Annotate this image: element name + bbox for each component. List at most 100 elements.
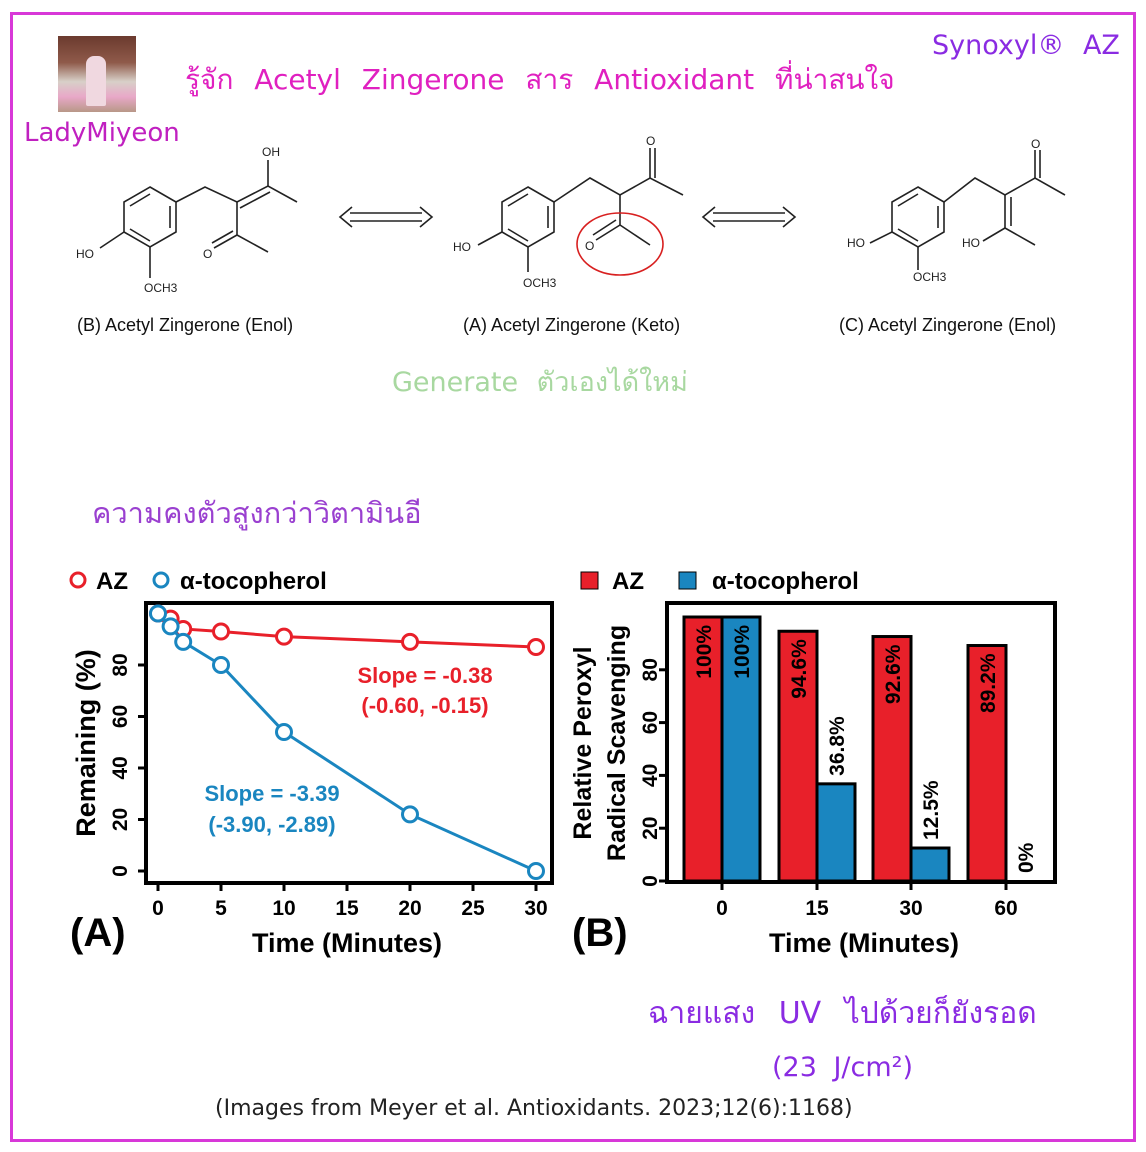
bar-value-label: 100% <box>693 625 716 679</box>
y-tick-label: 80 <box>639 658 662 681</box>
y-tick-label: 60 <box>639 711 662 734</box>
y-tick-label: 40 <box>109 756 132 779</box>
legend-label-az: AZ <box>612 568 644 595</box>
atom-label: O <box>585 239 594 253</box>
data-point-az <box>212 622 230 641</box>
uv-text: ฉายแสง UV ไปด้วยก็ยังรอด <box>648 996 1037 1031</box>
legend-marker-tocopherol <box>678 571 697 590</box>
page-border <box>10 12 1136 1142</box>
x-axis-label: Time (Minutes) <box>769 928 959 958</box>
author-avatar <box>58 36 136 112</box>
legend-marker-tocopherol <box>152 571 170 589</box>
caption-keto-a: (A) Acetyl Zingerone (Keto) <box>463 315 681 335</box>
equilibrium-arrow <box>701 206 797 228</box>
x-tick-label: 60 <box>994 897 1017 920</box>
stability-text: ความคงตัวสูงกว่าวิตามินอี <box>92 496 422 530</box>
data-point-az <box>275 627 293 646</box>
structure-enol-b <box>99 160 298 278</box>
bar-tocopherol <box>720 615 762 883</box>
data-point-tocopherol <box>149 604 167 623</box>
y-tick-label: 0 <box>109 865 132 877</box>
slope-annotation-tocopherol: Slope = -3.39 <box>204 781 339 806</box>
legend-label-tocopherol: α-tocopherol <box>712 568 859 595</box>
bar-value-label: 89.2% <box>977 653 1000 713</box>
x-tick-label: 20 <box>398 897 421 920</box>
y-tick-label: 20 <box>109 808 132 831</box>
data-point-tocopherol <box>527 862 545 880</box>
bar-value-label: 100% <box>731 625 754 679</box>
y-tick-label: 40 <box>639 764 662 787</box>
panel-label: (B) <box>572 911 628 955</box>
data-point-tocopherol <box>401 805 419 824</box>
bar-az <box>777 629 819 883</box>
bar-value-label: 12.5% <box>920 780 943 840</box>
generate-text: Generate ตัวเองได้ใหม่ <box>392 367 688 398</box>
caption-enol-b: (B) Acetyl Zingerone (Enol) <box>77 315 294 335</box>
page-title: รู้จัก Acetyl Zingerone สาร Antioxidant … <box>185 63 895 96</box>
plot-frame <box>665 601 1057 884</box>
bar-az <box>871 635 913 883</box>
x-tick-label: 10 <box>272 897 295 920</box>
bar-az <box>966 644 1008 883</box>
data-point-tocopherol <box>212 656 230 674</box>
data-point-tocopherol <box>161 617 180 636</box>
plot-frame <box>144 601 554 885</box>
atom-label: HO <box>847 236 865 250</box>
x-tick-label: 25 <box>461 897 485 920</box>
structure-enol-c <box>869 150 1066 270</box>
bar-value-label: 0% <box>1015 842 1038 873</box>
atom-label: OCH3 <box>523 276 557 290</box>
bar-value-label: 36.8% <box>826 716 849 776</box>
x-tick-label: 5 <box>215 897 227 920</box>
x-axis-label: Time (Minutes) <box>252 928 442 958</box>
x-tick-label: 15 <box>805 897 829 920</box>
bar-value-label: 94.6% <box>788 639 811 699</box>
atom-label: O <box>1031 137 1040 151</box>
legend-marker-az <box>580 571 599 590</box>
y-axis-label-line1: Relative Peroxyl <box>569 646 597 839</box>
charts: 0 5 10 15 20 25 30 0 20 40 60 80 Slope = -0.38 (-0.60… <box>69 568 1057 958</box>
atom-label: O <box>646 134 655 148</box>
structure-keto-a <box>477 148 684 276</box>
atom-label: HO <box>453 240 471 254</box>
x-tick-label: 30 <box>524 897 547 920</box>
data-point-az <box>527 637 545 656</box>
panel-label: (A) <box>70 911 126 955</box>
legend-label-az: AZ <box>96 568 128 595</box>
data-point-az <box>401 632 419 651</box>
data-point-tocopherol <box>174 632 193 651</box>
atom-label: O <box>203 247 212 261</box>
legend-label-tocopherol: α-tocopherol <box>180 568 327 595</box>
atom-label: OCH3 <box>144 281 178 295</box>
atom-label: HO <box>76 247 94 261</box>
bar-value-label: 92.6% <box>882 644 905 704</box>
bar-tocopherol <box>815 782 857 883</box>
atom-label: OCH3 <box>913 270 947 284</box>
x-tick-label: 30 <box>899 897 922 920</box>
y-tick-label: 0 <box>639 875 662 887</box>
bar-tocopherol <box>909 846 951 883</box>
dose-text: (23 J/cm²) <box>772 1052 914 1083</box>
data-point-tocopherol <box>275 722 293 741</box>
chemical-structures: OH HO O OCH3 O HO O OCH3 O HO HO OCH3 <box>76 134 1066 295</box>
slope-ci-tocopherol: (-3.90, -2.89) <box>208 812 335 837</box>
y-axis-label: Remaining (%) <box>71 649 101 837</box>
bar-az <box>682 615 724 883</box>
y-tick-label: 60 <box>109 705 132 728</box>
slope-ci-az: (-0.60, -0.15) <box>361 693 488 718</box>
y-axis-label-line2: Radical Scavenging <box>603 625 631 861</box>
y-tick-label: 20 <box>639 817 662 840</box>
slope-annotation-az: Slope = -0.38 <box>357 663 492 688</box>
brand-label: Synoxyl® AZ <box>932 30 1120 61</box>
y-tick-label: 80 <box>109 653 132 676</box>
atom-label: HO <box>962 236 980 250</box>
author-name: LadyMiyeon <box>24 118 180 148</box>
x-tick-label: 0 <box>152 897 164 920</box>
x-tick-label: 0 <box>716 897 728 920</box>
legend-marker-az <box>69 571 87 589</box>
atom-label: OH <box>262 145 280 159</box>
x-tick-label: 15 <box>335 897 359 920</box>
source-citation: (Images from Meyer et al. Antioxidants. … <box>215 1096 853 1121</box>
equilibrium-arrow <box>338 206 434 228</box>
